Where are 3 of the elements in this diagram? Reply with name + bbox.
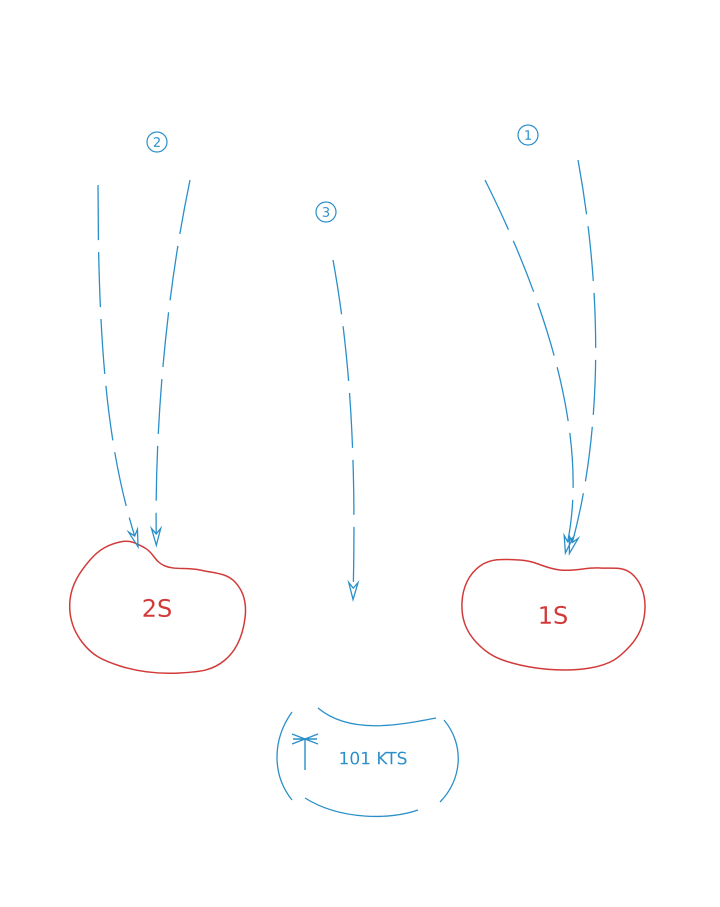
circled-number: 3 — [315, 201, 337, 223]
circled-number: 1 — [517, 124, 539, 146]
circled-number: 2 — [146, 131, 168, 153]
